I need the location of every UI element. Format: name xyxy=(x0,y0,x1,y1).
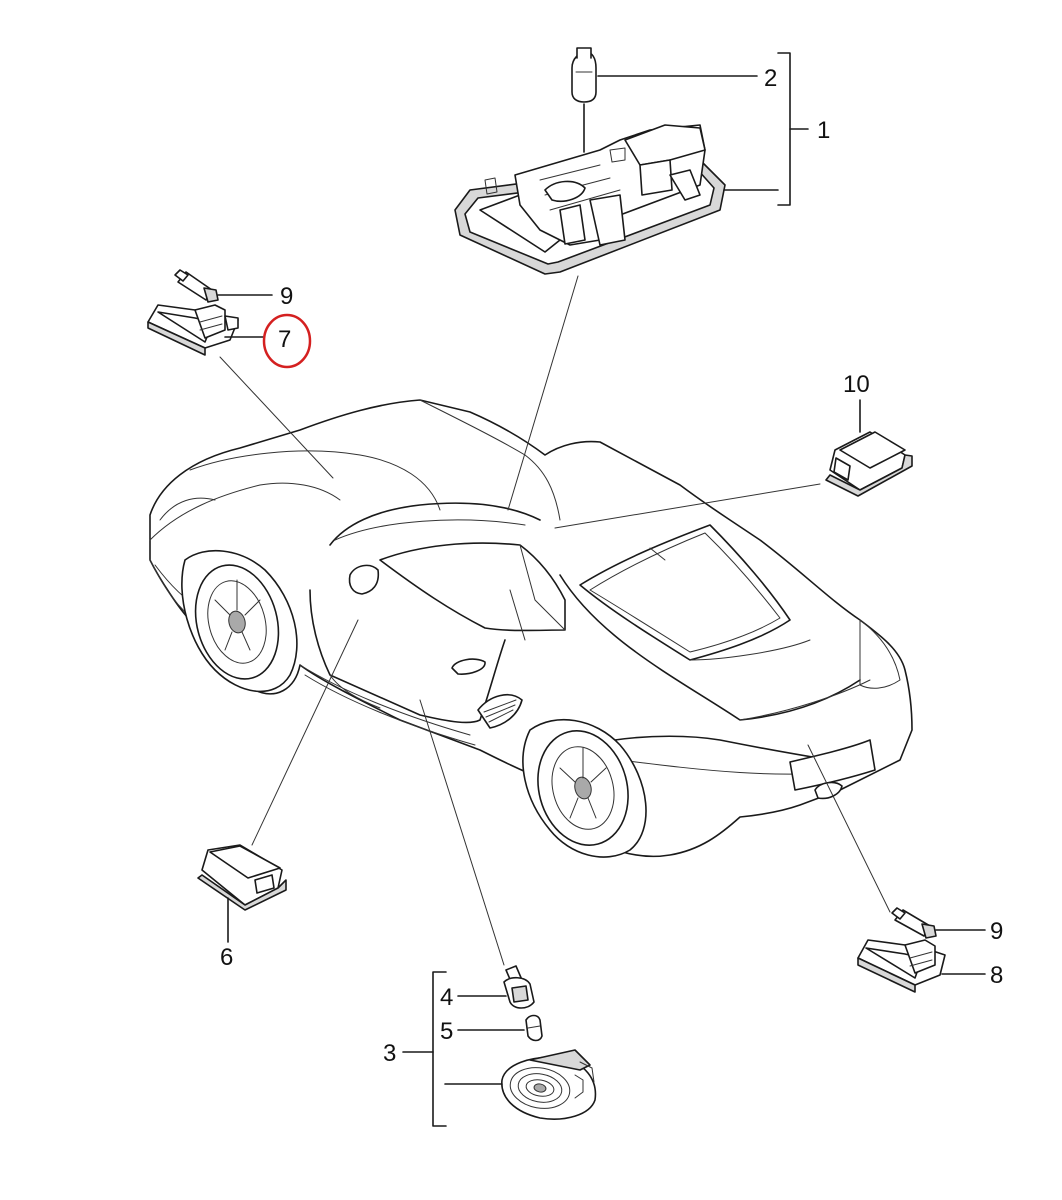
callout-3: 3 xyxy=(383,1040,396,1067)
callout-labels: 1 2 3 4 5 6 7 8 9 9 10 xyxy=(220,65,1003,1067)
door-light-3 xyxy=(501,1049,597,1120)
light-module-6 xyxy=(197,844,287,911)
leader-lines xyxy=(217,52,986,1127)
overhead-console-light xyxy=(454,124,726,275)
callout-4: 4 xyxy=(440,984,453,1011)
festoon-bulb-9-bottom xyxy=(891,907,937,939)
callout-6: 6 xyxy=(220,944,233,971)
callout-10: 10 xyxy=(843,371,870,398)
callout-8: 8 xyxy=(990,962,1003,989)
callout-9-bottom: 9 xyxy=(990,918,1003,945)
callout-7: 7 xyxy=(278,326,291,353)
socket-4 xyxy=(503,965,535,1009)
light-module-10 xyxy=(825,431,913,497)
callout-1: 1 xyxy=(817,117,830,144)
highlight-circle xyxy=(262,313,312,369)
side-intake xyxy=(477,694,523,729)
rear-wheel xyxy=(522,718,647,858)
rear-window xyxy=(579,524,791,661)
callout-9-top: 9 xyxy=(280,283,293,310)
bulb-2 xyxy=(571,47,597,103)
car-body xyxy=(149,399,913,858)
callout-5: 5 xyxy=(440,1018,453,1045)
courtesy-light-8 xyxy=(857,939,946,993)
front-wheel xyxy=(181,549,298,693)
courtesy-light-7 xyxy=(147,304,239,356)
callout-2: 2 xyxy=(764,65,777,92)
festoon-bulb-9-top xyxy=(174,269,219,303)
bulb-5 xyxy=(525,1014,543,1042)
